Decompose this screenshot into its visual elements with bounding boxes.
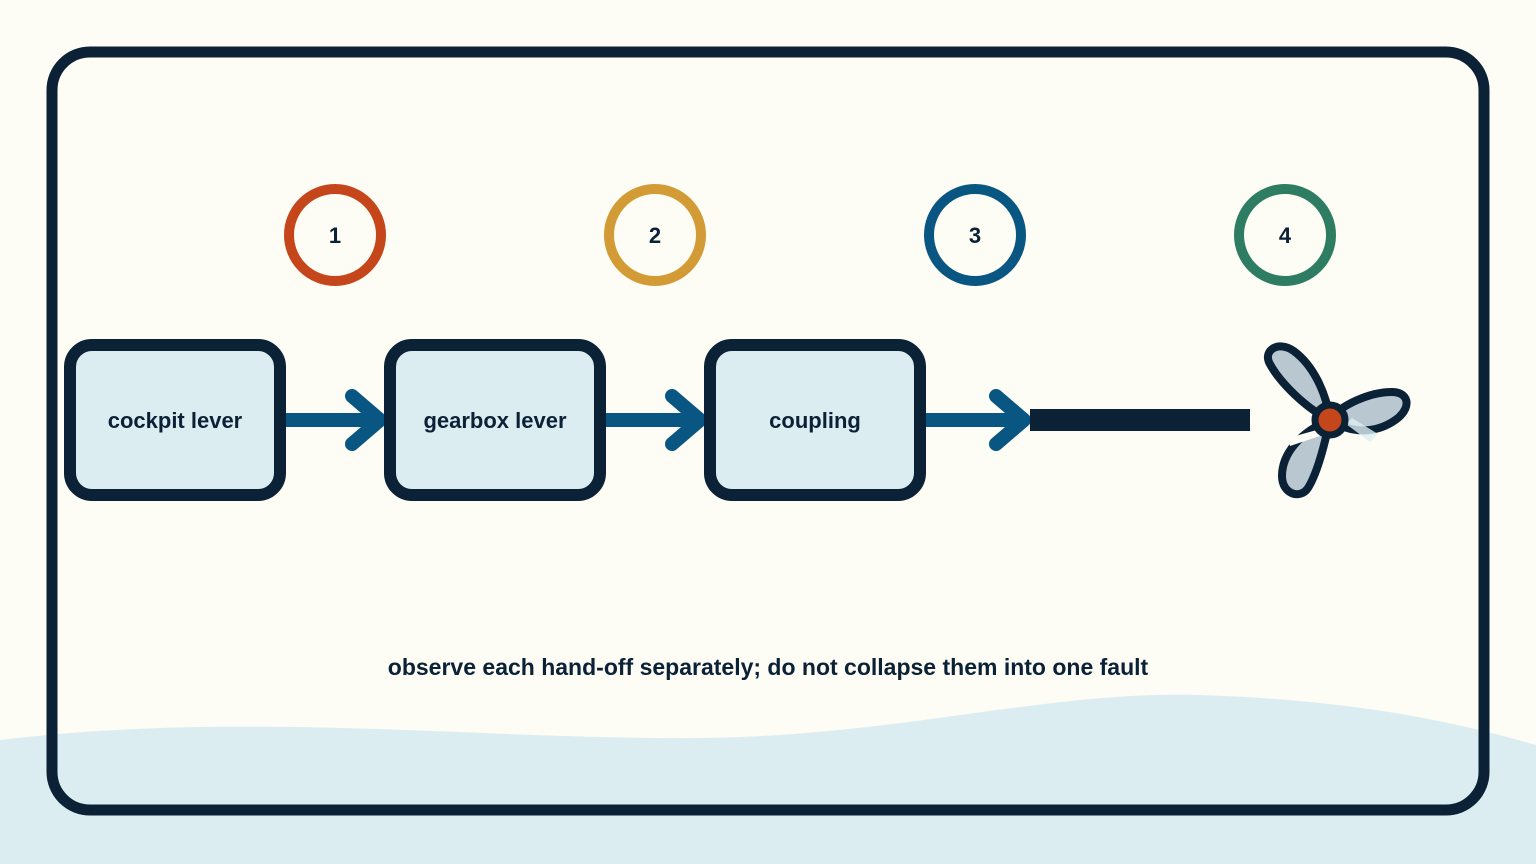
arrow-1 bbox=[271, 389, 387, 451]
arrow-2 bbox=[591, 389, 707, 451]
drive-shaft bbox=[1030, 409, 1250, 431]
outer-frame bbox=[46, 46, 1490, 816]
node-box bbox=[384, 339, 606, 501]
node-cockpit-lever: cockpit lever bbox=[64, 339, 286, 501]
step-number: 2 bbox=[649, 223, 661, 248]
node-box bbox=[704, 339, 926, 501]
node-label: coupling bbox=[769, 408, 861, 433]
step-ring bbox=[924, 184, 1026, 286]
diagram-caption: observe each hand-off separately; do not… bbox=[388, 654, 1149, 680]
step-ring bbox=[604, 184, 706, 286]
propeller-hub bbox=[1311, 401, 1349, 439]
step-marker-4: 4 bbox=[1234, 184, 1336, 286]
step-marker-3: 3 bbox=[924, 184, 1026, 286]
propeller-icon bbox=[1263, 342, 1411, 499]
step-number: 4 bbox=[1279, 223, 1292, 248]
node-label: gearbox lever bbox=[423, 408, 567, 433]
step-number: 3 bbox=[969, 223, 981, 248]
step-ring bbox=[1234, 184, 1336, 286]
step-ring bbox=[284, 184, 386, 286]
node-label: cockpit lever bbox=[108, 408, 243, 433]
node-coupling: coupling bbox=[704, 339, 926, 501]
propeller-highlight bbox=[1346, 418, 1378, 442]
arrow-3 bbox=[911, 389, 1031, 451]
node-gearbox-lever: gearbox lever bbox=[384, 339, 606, 501]
background-wave bbox=[0, 694, 1536, 864]
propeller-blade-upper-left bbox=[1263, 342, 1334, 424]
step-number: 1 bbox=[329, 223, 341, 248]
node-box bbox=[64, 339, 286, 501]
step-marker-1: 1 bbox=[284, 184, 386, 286]
step-marker-2: 2 bbox=[604, 184, 706, 286]
